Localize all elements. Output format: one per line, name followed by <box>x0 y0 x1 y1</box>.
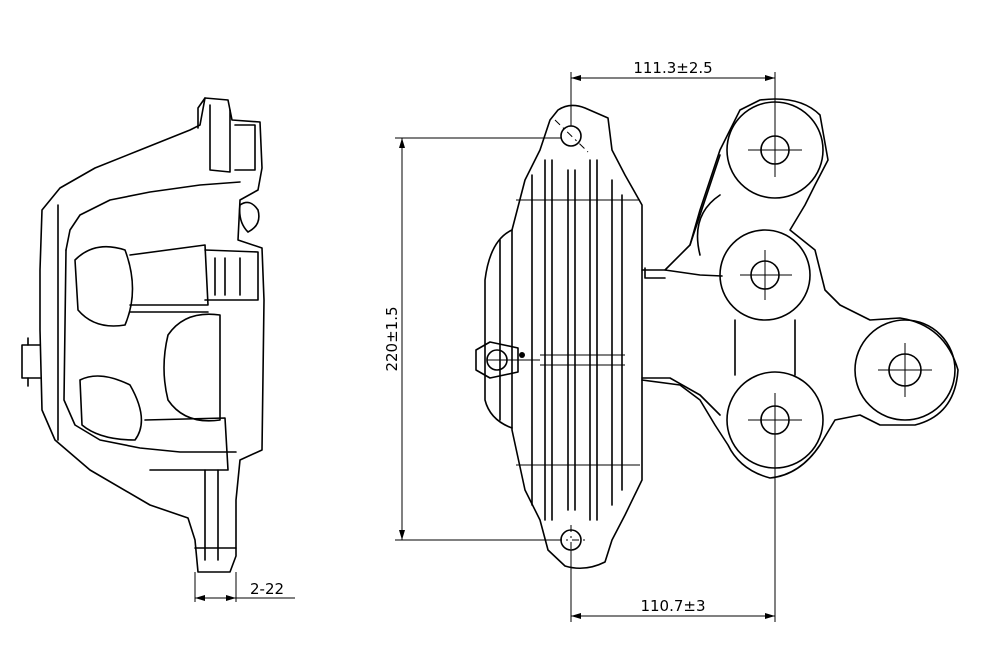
height-label: 220±1.5 <box>383 306 401 371</box>
side-offset-label: 2-22 <box>250 580 284 598</box>
side-view: 2-22 <box>21 97 295 602</box>
bottom-width-label: 110.7±3 <box>640 597 705 615</box>
front-view: 111.3±2.5 220±1.5 110.7±3 <box>383 59 959 622</box>
top-width-label: 111.3±2.5 <box>633 59 712 77</box>
